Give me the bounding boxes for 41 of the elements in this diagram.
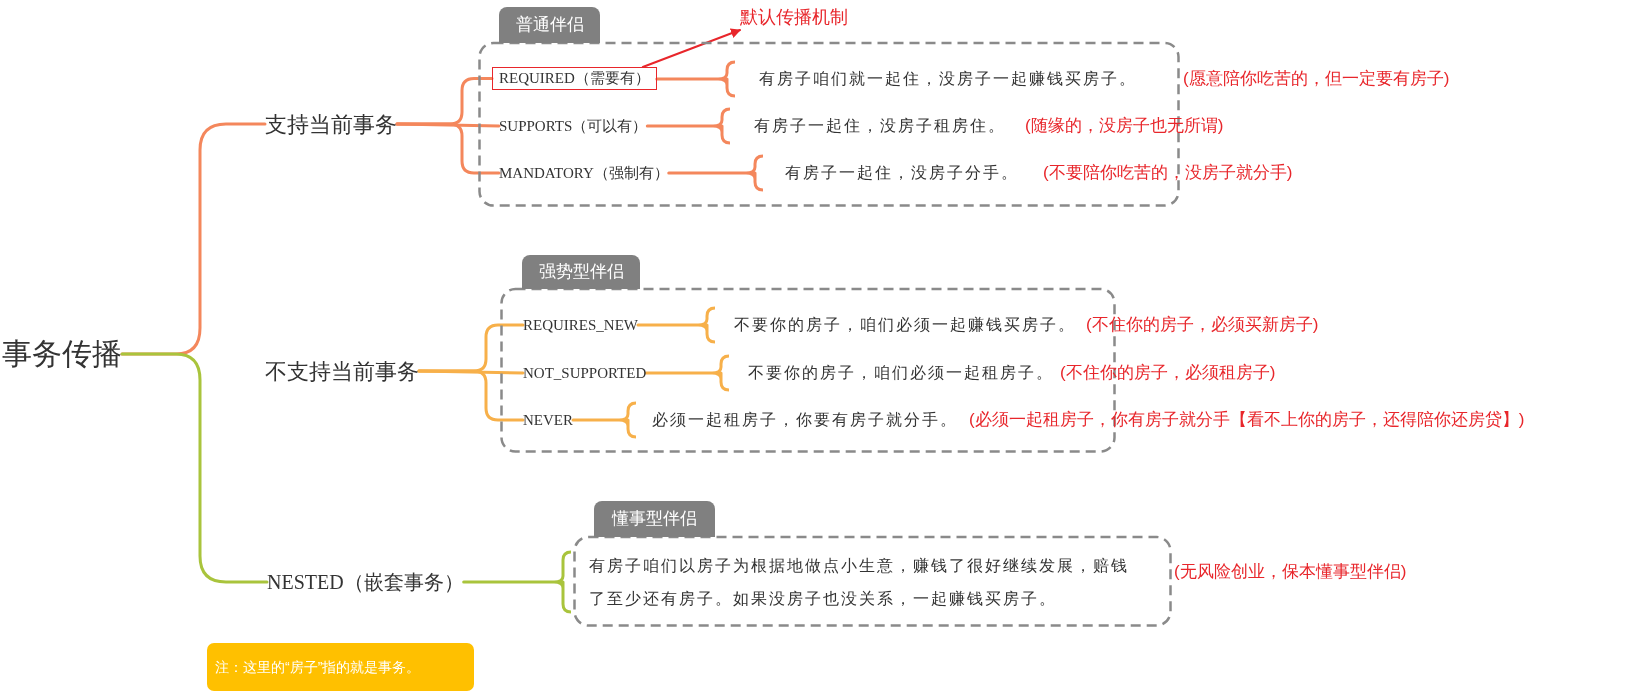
root-topic: 事务传播 xyxy=(2,330,122,378)
group-tab: 普通伴侣 xyxy=(499,7,600,43)
brace-connector xyxy=(571,401,638,439)
option-label: SUPPORTS（可以有） xyxy=(499,114,648,138)
branch-topic: NESTED（嵌套事务） xyxy=(267,566,464,598)
annotation-text: (不住你的房子，必须买新房子) xyxy=(1086,314,1319,336)
annotation-text: (愿意陪你吃苦的，但一定要有房子) xyxy=(1183,68,1450,90)
option-label: NEVER xyxy=(523,408,573,432)
description-text: 有房子一起住，没房子租房住。 xyxy=(722,106,1006,146)
annotation-text: (不住你的房子，必须租房子) xyxy=(1060,362,1276,384)
description-text: 不要你的房子，咱们必须一起租房子。 xyxy=(721,353,1054,393)
brace-connector xyxy=(655,60,737,98)
brace-connector xyxy=(644,354,731,392)
annotation-text: (必须一起租房子，你有房子就分手【看不上你的房子，还得陪你还房贷】) xyxy=(969,409,1525,431)
arrow xyxy=(641,28,741,68)
group-tab: 强势型伴侣 xyxy=(522,255,640,289)
option-label: NOT_SUPPORTED xyxy=(523,361,647,385)
description-text: 有房子咱们以房子为根据地做点小生意，赚钱了很好继续发展，赔钱了至少还有房子。如果没房子也没关系，一起赚钱买房子。 xyxy=(563,549,1137,615)
option-label: REQUIRED（需要有） xyxy=(492,67,657,90)
description-text: 不要你的房子，咱们必须一起赚钱买房子。 xyxy=(707,305,1076,345)
annotation-text: (无风险创业，保本懂事型伴侣) xyxy=(1174,561,1407,583)
brace-connector xyxy=(417,369,525,422)
brace-connector xyxy=(395,122,501,175)
annotation-text: (随缘的，没房子也无所谓) xyxy=(1025,115,1224,137)
description-text: 必须一起租房子，你要有房子就分手。 xyxy=(628,400,958,440)
note-box: 注：这里的“房子”指的就是事务。 xyxy=(207,643,474,691)
option-label: REQUIRES_NEW xyxy=(523,313,638,337)
brace-connector xyxy=(636,306,717,344)
callout-text: 默认传播机制 xyxy=(740,4,848,30)
brace-connector xyxy=(645,107,732,145)
description-text: 有房子咱们就一起住，没房子一起赚钱买房子。 xyxy=(727,59,1137,99)
branch-topic: 不支持当前事务 xyxy=(265,353,419,389)
brace-connector xyxy=(667,154,765,192)
description-text: 有房子一起住，没房子分手。 xyxy=(755,153,1019,193)
brace-connector xyxy=(120,352,269,584)
option-label: MANDATORY（强制有） xyxy=(499,161,669,185)
annotation-text: (不要陪你吃苦的，没房子就分手) xyxy=(1043,162,1293,184)
branch-topic: 支持当前事务 xyxy=(265,106,397,142)
group-frame xyxy=(573,501,1172,627)
brace-connector xyxy=(462,550,573,614)
group-tab: 懂事型伴侣 xyxy=(594,501,715,537)
